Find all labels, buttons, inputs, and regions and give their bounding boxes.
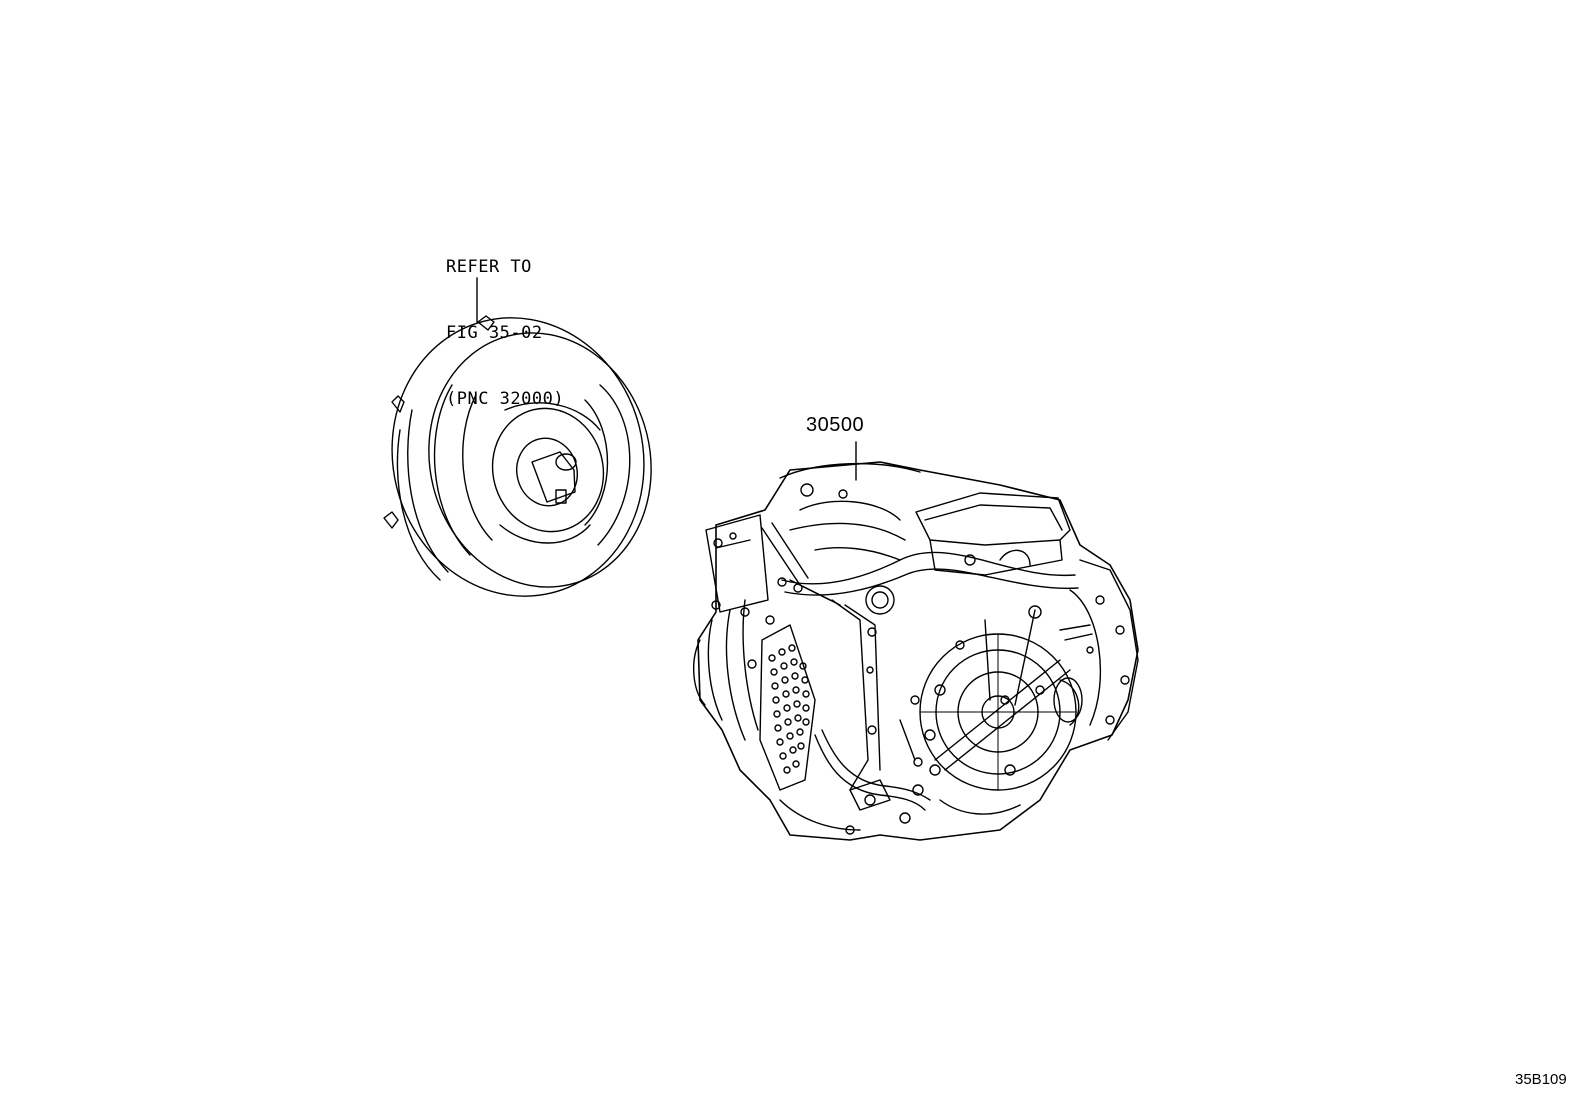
note-line-1: REFER TO bbox=[446, 257, 532, 277]
reference-note: REFER TO FIG 35-02 (PNC 32000) bbox=[446, 212, 564, 454]
note-line-2: FIG 35-02 bbox=[446, 323, 543, 343]
part-number-label[interactable]: 30500 bbox=[806, 414, 865, 436]
note-line-3: (PNC 32000) bbox=[446, 389, 565, 409]
cooler-grid bbox=[768, 644, 810, 774]
diagram-code: 35B109 bbox=[1515, 1071, 1567, 1088]
transaxle-icon[interactable] bbox=[692, 441, 1139, 841]
torque-converter-icon[interactable] bbox=[363, 277, 678, 623]
